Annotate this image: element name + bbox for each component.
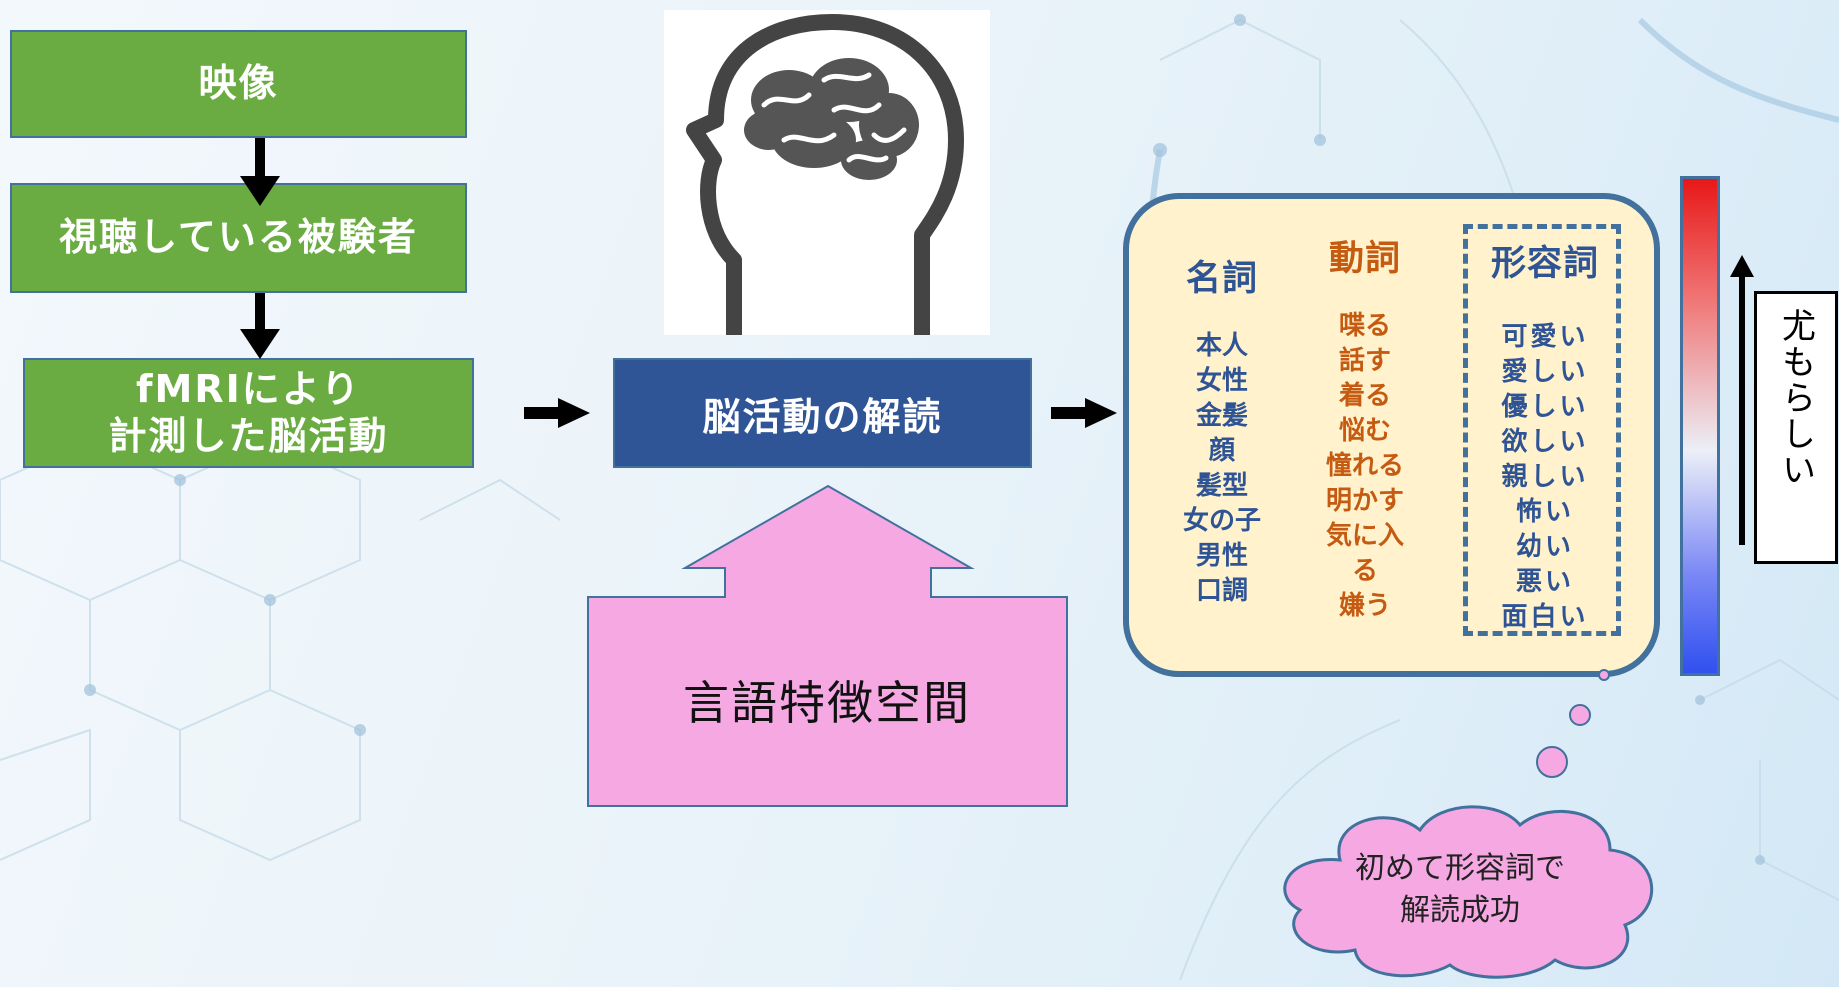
callout-text: 初めて形容詞で 解読成功	[1300, 848, 1620, 932]
noun-item: 髪型	[1195, 471, 1248, 501]
verb-item: 喋る	[1338, 311, 1391, 341]
adjective-item: 面白い	[1501, 602, 1589, 632]
verb-column: 動詞 喋る 話す 着る 悩む 憧れる 明かす 気に入 る 嫌う	[1310, 230, 1420, 624]
language-feature-space-label: 言語特徴空間	[683, 676, 971, 730]
fmri-label-line1: fMRIにより	[135, 366, 361, 411]
noun-column: 名詞 本人 女性 金髪 顔 髪型 女の子 男性 口調	[1167, 250, 1277, 609]
arrow-down-icon	[240, 293, 280, 359]
subject-label: 視聴している被験者	[59, 215, 418, 260]
verb-item: 憧れる	[1325, 451, 1404, 481]
arrow-right-icon	[1051, 398, 1117, 428]
noun-item: 金髪	[1195, 401, 1248, 431]
brain-decoding-box: 脳活動の解読	[613, 358, 1032, 468]
noun-item: 男性	[1195, 541, 1248, 571]
decoded-words-card	[1123, 193, 1660, 677]
fmri-label-line2: 計測した脳活動	[108, 414, 389, 458]
verb-heading: 動詞	[1328, 239, 1401, 279]
adjective-item: 欲しい	[1501, 427, 1589, 457]
callout-line2: 解読成功	[1400, 893, 1520, 928]
adjective-item: 幼い	[1515, 532, 1574, 562]
noun-item: 本人	[1195, 331, 1248, 361]
callout-line1: 初めて形容詞で	[1355, 851, 1565, 886]
verb-item: 悩む	[1338, 416, 1391, 446]
adjective-item: 愛しい	[1501, 357, 1589, 387]
adjective-item: 優しい	[1501, 392, 1589, 422]
likelihood-label: 尤もらしい	[1754, 291, 1838, 564]
video-box: 映像	[10, 30, 467, 138]
thought-bubble-dots	[1536, 669, 1610, 778]
adjective-item: 親しい	[1501, 462, 1589, 492]
noun-item: 口調	[1195, 576, 1248, 606]
adjective-column: 形容詞 可愛い 愛しい 優しい 欲しい 親しい 怖い 幼い 悪い 面白い	[1470, 235, 1620, 635]
verb-item: る	[1351, 556, 1378, 586]
video-label: 映像	[198, 61, 279, 106]
fmri-box: fMRIにより 計測した脳活動	[23, 358, 474, 468]
callout-cloud	[1283, 805, 1654, 979]
verb-item: 嫌う	[1338, 591, 1391, 621]
brain-head-panel	[664, 10, 990, 335]
noun-heading: 名詞	[1185, 259, 1258, 299]
adjective-item: 怖い	[1515, 497, 1574, 527]
verb-item: 着る	[1338, 381, 1391, 411]
arrow-down-icon	[240, 138, 280, 206]
noun-item: 女性	[1195, 366, 1248, 396]
arrow-up-icon	[1730, 255, 1754, 545]
adjective-heading: 形容詞	[1490, 244, 1599, 284]
adjective-highlight-frame	[1463, 224, 1621, 636]
adjective-item: 悪い	[1515, 567, 1574, 597]
decode-label: 脳活動の解読	[702, 394, 943, 439]
likelihood-color-scale	[1680, 176, 1720, 676]
adjective-item: 可愛い	[1501, 322, 1589, 352]
brain-head-icon	[686, 14, 964, 335]
noun-item: 女の子	[1182, 506, 1261, 536]
subject-box: 視聴している被験者	[10, 183, 467, 293]
feature-space-up-arrow	[587, 484, 1068, 807]
verb-item: 話す	[1338, 346, 1391, 376]
noun-item: 顔	[1208, 436, 1235, 466]
verb-item: 明かす	[1325, 486, 1404, 516]
verb-item: 気に入	[1325, 521, 1404, 551]
arrow-right-icon	[524, 398, 590, 428]
